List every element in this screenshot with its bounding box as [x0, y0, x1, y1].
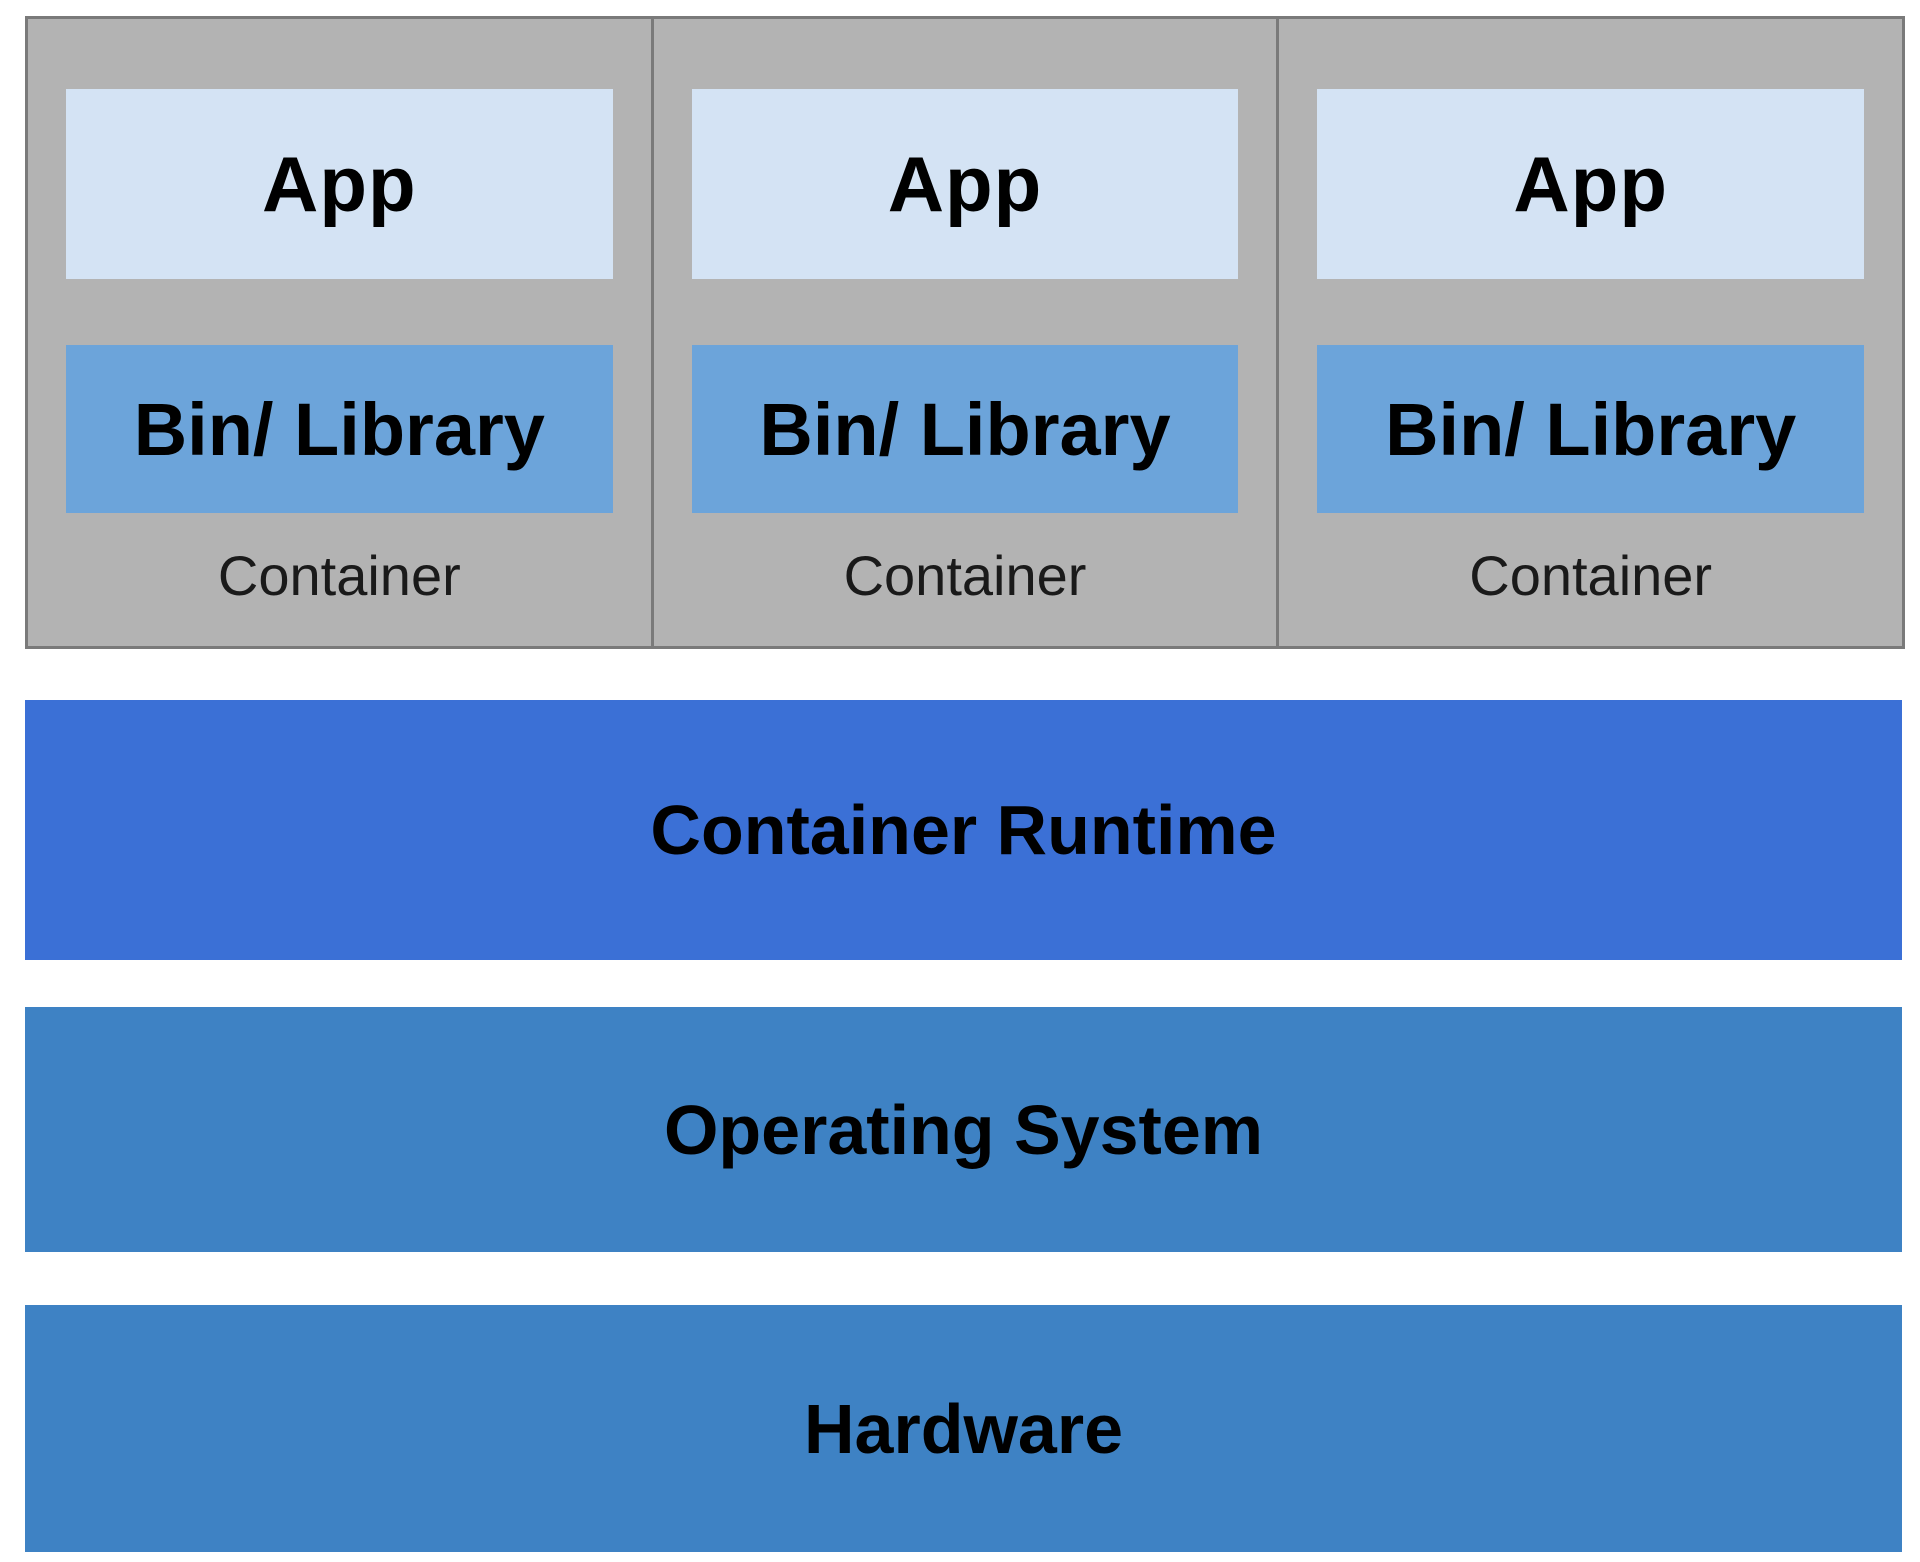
app-box: App [1317, 89, 1865, 279]
container-box-2: App Bin/ Library Container [650, 19, 1277, 646]
bin-library-label: Bin/ Library [1385, 387, 1797, 471]
container-caption: Container [1469, 544, 1713, 607]
container-runtime-label: Container Runtime [650, 791, 1277, 869]
app-label: App [887, 139, 1043, 228]
container-caption: Container [843, 544, 1087, 607]
bin-library-box: Bin/ Library [691, 345, 1239, 513]
app-box: App [691, 89, 1239, 279]
containers-row: App Bin/ Library Container App Bin/ Libr… [25, 16, 1905, 649]
hardware-layer: Hardware [25, 1305, 1902, 1552]
app-box: App [66, 89, 613, 279]
container-caption: Container [217, 544, 461, 607]
bin-library-box: Bin/ Library [1317, 345, 1865, 513]
bin-library-box: Bin/ Library [66, 345, 613, 513]
operating-system-label: Operating System [663, 1090, 1264, 1169]
operating-system-layer: Operating System [25, 1007, 1902, 1252]
bin-library-label: Bin/ Library [759, 387, 1171, 471]
app-label: App [1513, 139, 1668, 228]
container-box-3: App Bin/ Library Container [1276, 19, 1902, 646]
bin-library-label: Bin/ Library [133, 387, 545, 471]
container-box-1: App Bin/ Library Container [28, 19, 651, 646]
hardware-label: Hardware [803, 1389, 1124, 1468]
app-label: App [262, 139, 417, 228]
container-runtime-layer: Container Runtime [25, 700, 1902, 960]
